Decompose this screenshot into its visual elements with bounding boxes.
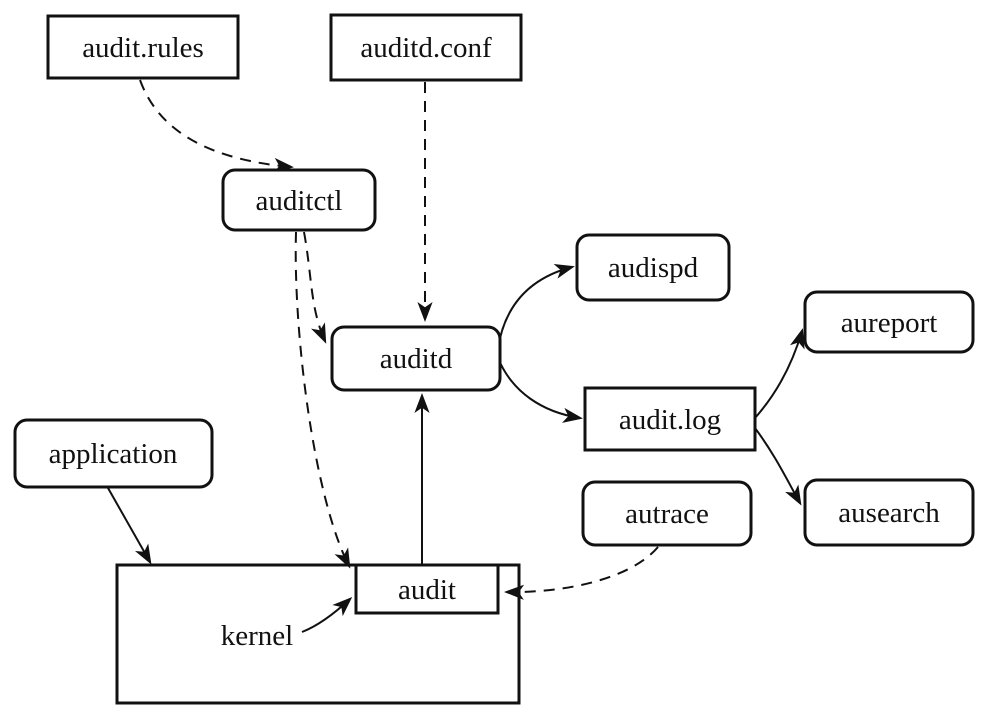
node-auditd: auditd (330, 325, 502, 392)
node-audit-log: audit.log (583, 386, 757, 452)
node-audit: audit (354, 563, 500, 615)
audit-box (354, 563, 500, 615)
audit-label: audit (398, 574, 456, 606)
node-auditctl: auditctl (221, 168, 377, 232)
node-audispd: audispd (575, 233, 731, 302)
kernel-label: kernel (221, 620, 293, 652)
edge-audit-log-to-aureport (754, 328, 805, 419)
node-kernel (115, 563, 521, 705)
ausearch-label: ausearch (838, 497, 940, 529)
auditctl-box (221, 168, 377, 232)
node-aureport: aureport (803, 290, 975, 354)
audispd-label: audispd (608, 252, 699, 284)
auditd-conf-label: auditd.conf (360, 32, 492, 64)
application-box (13, 418, 214, 489)
node-ausearch: ausearch (803, 478, 975, 547)
edge-auditctl-to-audit (294, 231, 351, 569)
edge-application-to-kernel (107, 487, 152, 565)
edge-auditd-to-audispd (497, 263, 575, 349)
edges (107, 79, 805, 633)
edge-auditd-to-audit-log (497, 357, 583, 423)
auditd-box (330, 325, 502, 392)
ausearch-box (803, 478, 975, 547)
node-autrace: autrace (581, 480, 753, 547)
audit-log-label: audit.log (619, 404, 721, 436)
edge-audit-log-to-ausearch (754, 427, 802, 506)
node-application: application (13, 418, 214, 489)
edge-audit-rules-to-auditctl (139, 79, 294, 174)
edge-kernel-label-to-audit (301, 596, 353, 633)
application-label: application (49, 438, 178, 470)
aureport-label: aureport (841, 307, 938, 339)
auditd-conf-box (329, 13, 523, 82)
audispd-box (575, 233, 731, 302)
edge-autrace-to-audit (504, 546, 659, 600)
edge-auditctl-to-auditd (303, 231, 327, 344)
audit-rules-label: audit.rules (82, 32, 204, 64)
autrace-label: autrace (625, 498, 709, 530)
auditd-label: auditd (380, 343, 453, 375)
node-auditd-conf: auditd.conf (329, 13, 523, 82)
audit-rules-box (46, 14, 240, 80)
audit-log-box (583, 386, 757, 452)
aureport-box (803, 290, 975, 354)
auditctl-label: auditctl (256, 185, 343, 217)
autrace-box (581, 480, 753, 547)
node-audit-rules: audit.rules (46, 14, 240, 80)
kernel-box (115, 563, 521, 705)
